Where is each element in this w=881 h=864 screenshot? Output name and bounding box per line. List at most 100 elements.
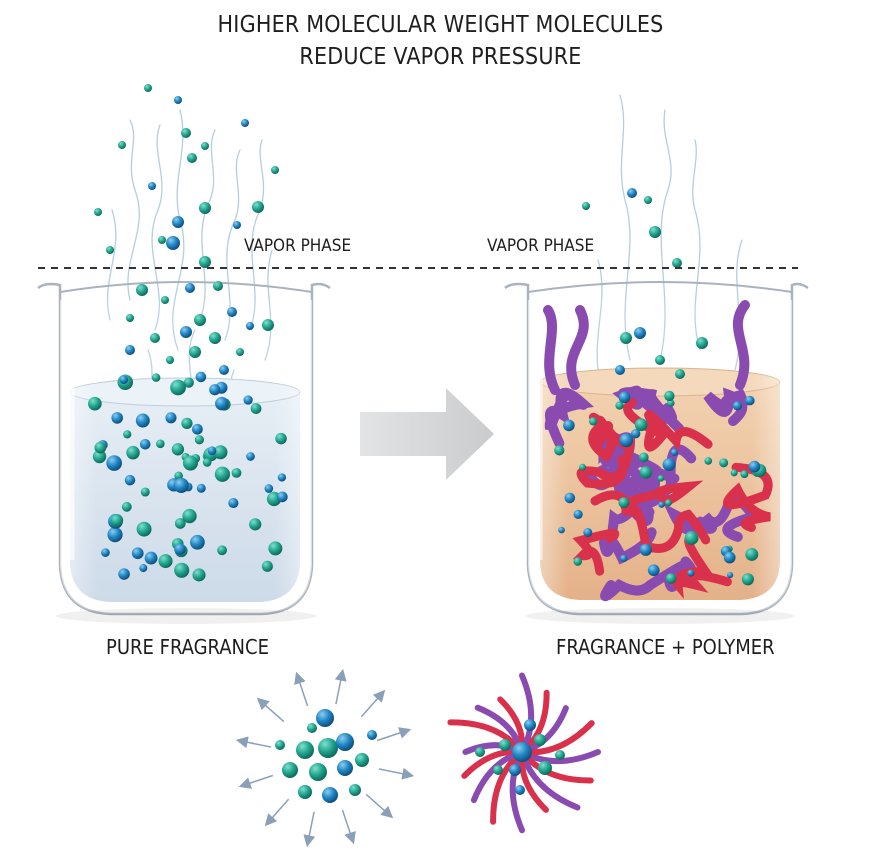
molecule: [174, 562, 190, 578]
molecule: [268, 541, 283, 556]
molecule: [161, 296, 169, 304]
molecule: [672, 258, 682, 268]
molecule: [638, 452, 649, 463]
molecule: [199, 202, 211, 214]
molecule: [298, 785, 312, 799]
molecule: [209, 384, 221, 396]
molecule: [276, 491, 288, 503]
molecule: [554, 445, 565, 456]
molecule: [687, 569, 695, 577]
pure-fragrance-caption: PURE FRAGRANCE: [106, 635, 269, 659]
molecule: [582, 202, 590, 210]
molecule: [589, 417, 598, 426]
molecule: [475, 747, 485, 757]
dispersion-arrow: [256, 697, 285, 723]
molecule: [264, 484, 274, 493]
molecule: [515, 785, 525, 795]
molecule: [583, 527, 593, 537]
molecule: [657, 474, 665, 482]
molecule: [148, 182, 156, 190]
molecule: [732, 401, 743, 411]
molecule: [118, 141, 126, 149]
molecule: [139, 439, 151, 450]
molecule: [219, 365, 229, 375]
molecule: [664, 390, 675, 402]
molecule: [158, 236, 166, 244]
molecule: [538, 761, 552, 775]
molecule: [250, 403, 262, 414]
molecule: [241, 119, 249, 127]
dispersion-arrow: [365, 793, 394, 819]
molecule: [126, 314, 134, 322]
molecule: [307, 723, 317, 733]
molecule: [170, 379, 186, 396]
polymer-chain: [672, 534, 732, 600]
molecule: [118, 568, 130, 580]
polymer-chain: [703, 387, 749, 426]
molecule: [367, 730, 377, 740]
molecule: [196, 483, 206, 493]
molecule: [215, 396, 229, 411]
molecule: [499, 739, 511, 751]
molecule: [316, 709, 334, 727]
molecule: [202, 458, 212, 467]
molecule: [150, 333, 160, 343]
molecule: [166, 236, 180, 250]
molecule: [174, 96, 182, 104]
molecule: [296, 741, 314, 759]
molecule: [282, 762, 298, 778]
molecule: [579, 463, 586, 471]
dispersion-arrow: [238, 774, 274, 789]
molecule: [106, 246, 114, 254]
molecule: [126, 445, 140, 460]
arrow-right-icon: [360, 388, 494, 480]
molecule: [194, 435, 205, 445]
molecule: [144, 551, 158, 565]
molecule: [195, 371, 207, 383]
molecule: [136, 521, 152, 537]
molecule: [213, 281, 223, 291]
polymer-chain: [544, 387, 594, 449]
molecule: [748, 460, 761, 473]
molecule: [337, 760, 353, 776]
molecule: [140, 487, 150, 497]
molecule: [151, 373, 161, 382]
molecule: [670, 448, 678, 457]
molecule: [92, 449, 107, 464]
polymer-chain: [732, 300, 750, 390]
molecule: [182, 508, 197, 524]
molecule: [125, 345, 135, 355]
molecule: [124, 474, 136, 486]
molecule: [181, 417, 193, 429]
molecule: [185, 283, 195, 293]
molecule: [277, 473, 287, 482]
molecule: [228, 497, 239, 509]
molecule: [745, 395, 755, 406]
molecule: [355, 753, 369, 767]
molecule: [573, 509, 583, 520]
molecule: [121, 501, 132, 512]
molecule: [171, 443, 185, 456]
fragrance-polymer-caption: FRAGRANCE + POLYMER: [556, 635, 775, 659]
molecule-cluster-icon: [235, 668, 415, 848]
polymer-chain: [566, 305, 589, 390]
molecule: [534, 734, 546, 746]
molecule: [675, 369, 685, 379]
molecule: [730, 469, 738, 477]
dispersion-arrow: [294, 671, 309, 707]
polymer-chain: [621, 503, 711, 553]
molecule: [192, 568, 206, 582]
right-vapor-phase-label: VAPOR PHASE: [487, 236, 595, 256]
molecule: [558, 526, 565, 534]
molecule: [243, 395, 253, 405]
dispersion-arrow: [264, 798, 290, 827]
molecule: [662, 458, 676, 471]
molecule: [191, 423, 203, 435]
molecule: [213, 445, 228, 460]
molecule: [94, 208, 102, 216]
molecule: [106, 455, 122, 471]
molecule: [555, 750, 565, 760]
molecule: [493, 765, 503, 775]
molecule: [509, 764, 521, 776]
